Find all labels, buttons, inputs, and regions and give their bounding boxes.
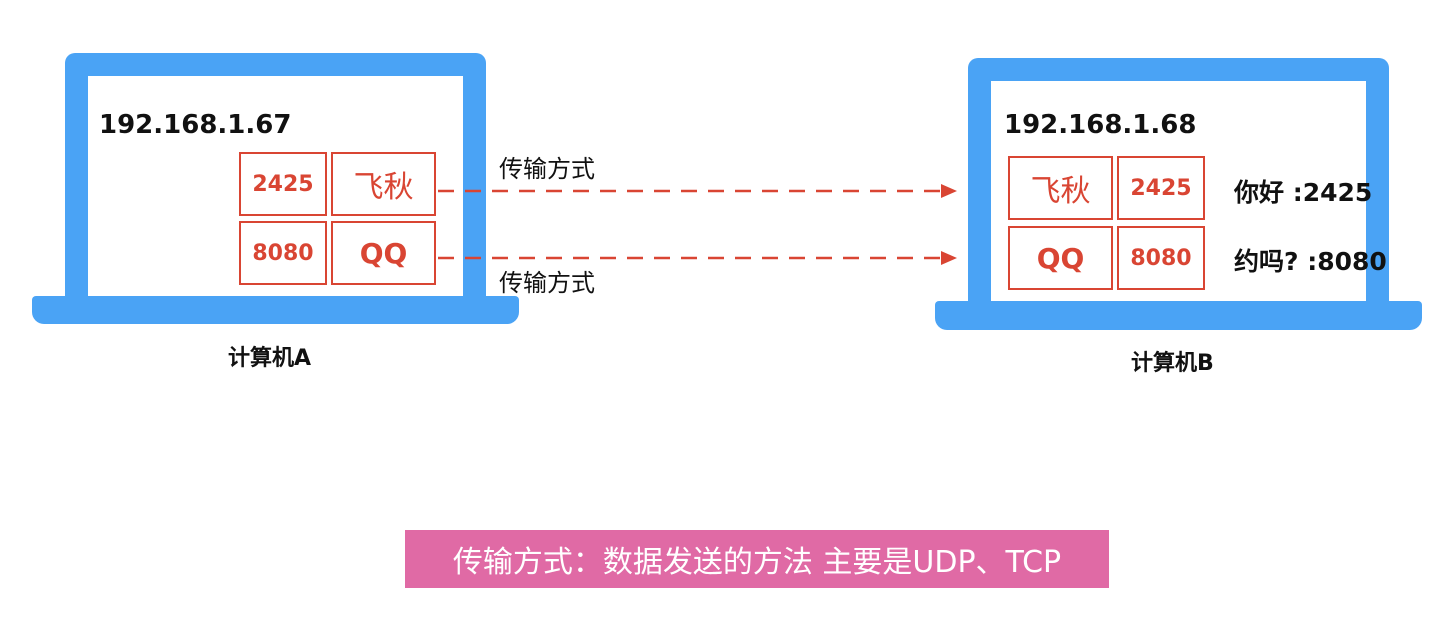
laptop-b-base (935, 301, 1422, 330)
computer-b-app-feiqiu: 飞秋 (1008, 156, 1113, 220)
computer-a-ip: 192.168.1.67 (99, 110, 292, 140)
computer-b-message-2425: 你好 :2425 (1234, 178, 1373, 207)
computer-a-app-feiqiu: 飞秋 (331, 152, 436, 216)
computer-b-label: 计算机B (1131, 351, 1214, 376)
computer-a-label: 计算机A (228, 346, 312, 371)
computer-b-port-2425: 2425 (1117, 156, 1205, 220)
arrowhead-icon (941, 184, 957, 198)
computer-a-port-2425: 2425 (239, 152, 327, 216)
arrow-feiqiu (438, 184, 957, 198)
computer-b-port-8080: 8080 (1117, 226, 1205, 290)
computer-a-port-8080: 8080 (239, 221, 327, 285)
computer-b-app-qq: QQ (1008, 226, 1113, 290)
computer-a-app-qq: QQ (331, 221, 436, 285)
computer-b-message-8080: 约吗? :8080 (1234, 247, 1387, 276)
computer-b-ip: 192.168.1.68 (1004, 110, 1197, 140)
transfer-method-label-bottom: 传输方式 (499, 269, 595, 297)
arrowhead-icon (941, 251, 957, 265)
laptop-b-display (991, 81, 1366, 301)
arrow-qq (438, 251, 957, 265)
transfer-method-label-top: 传输方式 (499, 155, 595, 183)
laptop-a-display (88, 76, 463, 296)
footer-note: 传输方式：数据发送的方法 主要是UDP、TCP (405, 530, 1109, 588)
laptop-a-base (32, 296, 519, 324)
